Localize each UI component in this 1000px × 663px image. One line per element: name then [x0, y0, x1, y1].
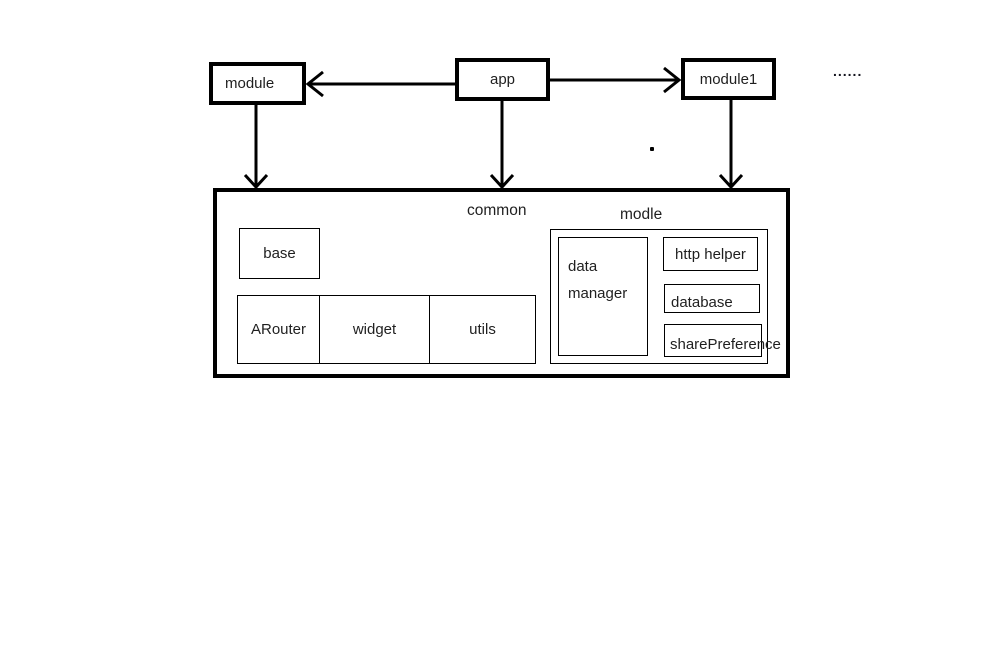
- common-row-group: ARouter widget utils: [237, 295, 536, 364]
- http-helper-label: http helper: [675, 245, 746, 263]
- base-box: base: [239, 228, 320, 279]
- stray-dot-mark: [650, 147, 654, 151]
- database-label: database: [671, 294, 733, 311]
- node-app: app: [455, 58, 550, 101]
- widget-label: widget: [352, 321, 397, 338]
- arrow-module-down: [243, 105, 269, 190]
- common-label: common: [467, 202, 527, 219]
- utils-label: utils: [469, 321, 496, 338]
- base-label: base: [263, 245, 296, 262]
- share-preference-label: sharePreference: [670, 336, 781, 353]
- arrow-app-to-module: [305, 70, 455, 98]
- arouter-label: ARouter: [250, 321, 307, 338]
- utils-box: utils: [430, 296, 535, 363]
- node-module1-label: module1: [699, 70, 758, 88]
- node-module1: module1: [681, 58, 776, 100]
- node-app-label: app: [489, 71, 516, 88]
- data-manager-label: data manager: [568, 258, 628, 302]
- arrow-app-to-module1: [550, 66, 682, 94]
- more-modules-ellipsis: ......: [833, 63, 863, 79]
- arrow-module1-down: [718, 100, 744, 190]
- node-module-label: module: [225, 75, 275, 92]
- arouter-box: ARouter: [238, 296, 320, 363]
- modle-label: modle: [620, 206, 663, 223]
- node-module: module: [209, 62, 306, 105]
- share-preference-box: sharePreference: [664, 324, 781, 357]
- http-helper-box: http helper: [663, 237, 758, 271]
- database-box: database: [664, 284, 760, 313]
- data-manager-box: data manager: [558, 237, 648, 356]
- arrow-app-down: [489, 101, 515, 190]
- widget-box: widget: [320, 296, 430, 363]
